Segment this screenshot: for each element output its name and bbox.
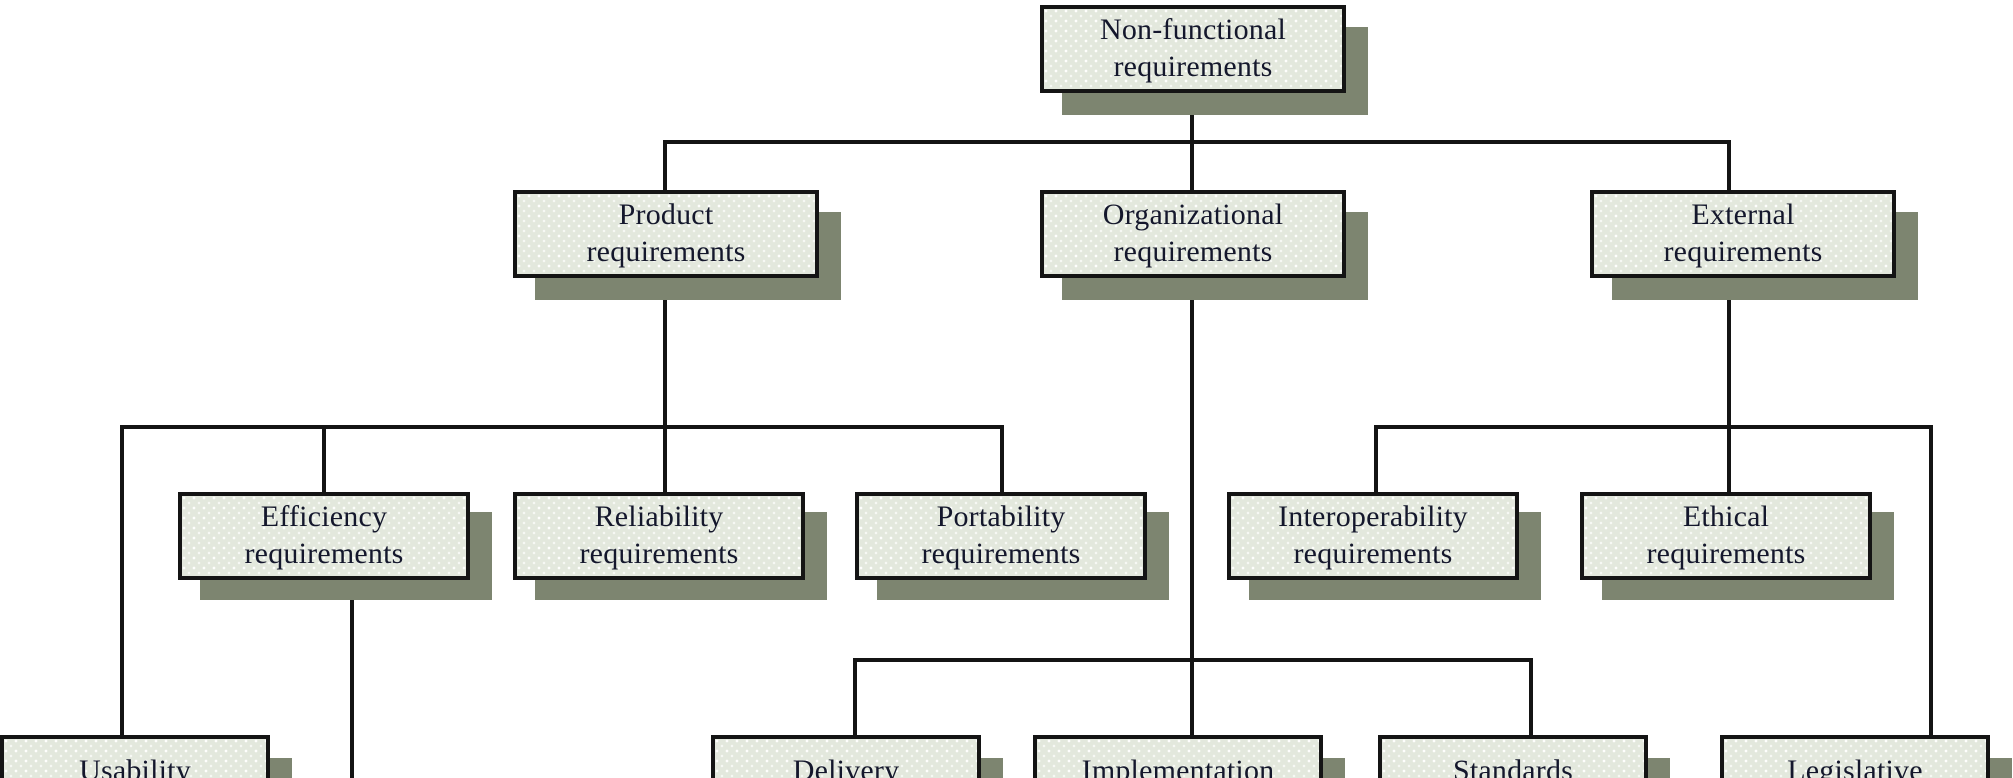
connector-external-bus: [1374, 425, 1933, 429]
connector-external-stem: [1727, 278, 1731, 427]
node-product-requirements[interactable]: Product requirements: [513, 190, 819, 278]
node-non-functional-requirements[interactable]: Non-functional requirements: [1040, 5, 1346, 93]
connector-efficiency-stem: [350, 578, 354, 778]
node-label-line2: requirements: [1646, 537, 1806, 570]
node-label-line1: Standards: [1452, 754, 1574, 778]
connector-drop-external: [1727, 140, 1731, 192]
connector-drop-efficiency: [322, 425, 326, 492]
node-legislative-requirements[interactable]: Legislative: [1720, 735, 1990, 778]
connector-organizational-stem: [1190, 278, 1194, 660]
node-interoperability-requirements[interactable]: Interoperability requirements: [1227, 492, 1519, 580]
connector-drop-product: [663, 140, 667, 192]
node-standards-requirements[interactable]: Standards: [1378, 735, 1648, 778]
node-label-line2: requirements: [244, 537, 404, 570]
node-label-line2: requirements: [1293, 537, 1453, 570]
node-label-line2: requirements: [586, 235, 746, 268]
connector-drop-standards: [1529, 658, 1533, 738]
connector-drop-implementation: [1190, 658, 1194, 738]
node-implementation-requirements[interactable]: Implementation: [1033, 735, 1323, 778]
node-organizational-requirements[interactable]: Organizational requirements: [1040, 190, 1346, 278]
node-label-line1: Interoperability: [1278, 500, 1468, 534]
connector-drop-legislative: [1929, 425, 1933, 738]
node-label-line1: Ethical: [1682, 500, 1770, 534]
node-label-line1: Legislative: [1787, 754, 1923, 778]
node-label-line1: Delivery: [792, 754, 900, 778]
node-label-line1: Organizational: [1102, 198, 1284, 232]
connector-product-stem: [663, 278, 667, 427]
node-portability-requirements[interactable]: Portability requirements: [855, 492, 1147, 580]
connector-drop-interoperability: [1374, 425, 1378, 492]
node-external-requirements[interactable]: External requirements: [1590, 190, 1896, 278]
node-label-line1: Implementation: [1081, 754, 1275, 778]
node-label-line2: requirements: [921, 537, 1081, 570]
node-label-line1: Reliability: [594, 500, 724, 534]
connector-drop-portability: [1000, 425, 1004, 492]
node-label-line1: Non-functional: [1099, 13, 1287, 47]
node-label-line1: External: [1691, 198, 1795, 232]
node-label-line1: Efficiency: [260, 500, 388, 534]
node-label-line2: requirements: [1663, 235, 1823, 268]
node-label-line1: Product: [618, 198, 714, 232]
node-label-line2: requirements: [579, 537, 739, 570]
connector-level2-bus: [663, 140, 1731, 144]
node-usability-requirements[interactable]: Usability: [0, 735, 270, 778]
node-label-line1: Usability: [79, 754, 191, 778]
node-ethical-requirements[interactable]: Ethical requirements: [1580, 492, 1872, 580]
node-label-line2: requirements: [1113, 50, 1273, 83]
node-delivery-requirements[interactable]: Delivery: [711, 735, 981, 778]
node-label-line2: requirements: [1113, 235, 1273, 268]
connector-drop-usability: [120, 425, 124, 738]
node-efficiency-requirements[interactable]: Efficiency requirements: [178, 492, 470, 580]
node-label-line1: Portability: [936, 500, 1066, 534]
connector-drop-delivery: [853, 658, 857, 738]
connector-drop-ethical: [1727, 425, 1731, 492]
connector-drop-reliability: [663, 425, 667, 492]
connector-product-bus: [120, 425, 1004, 429]
node-reliability-requirements[interactable]: Reliability requirements: [513, 492, 805, 580]
